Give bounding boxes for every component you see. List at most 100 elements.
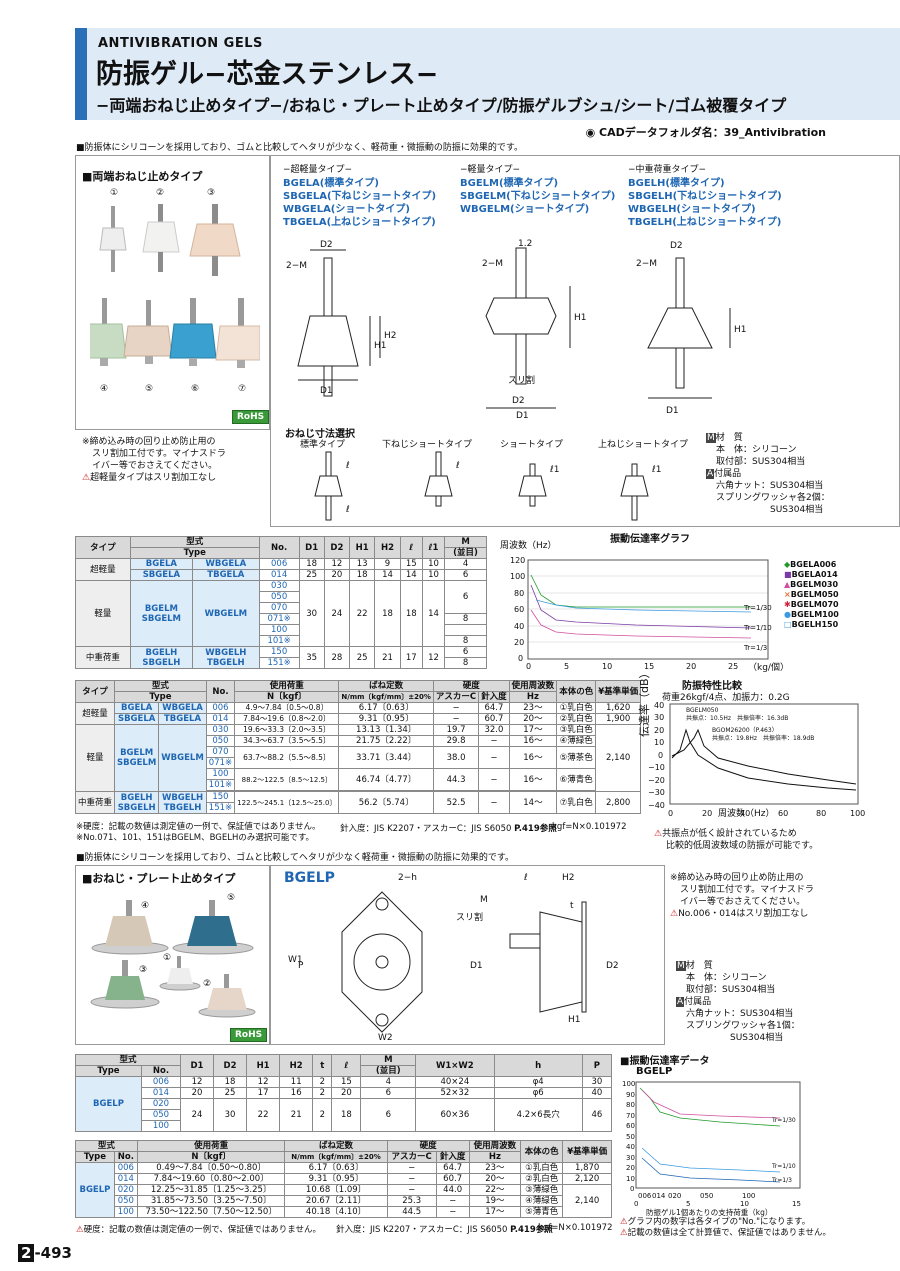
svg-text:Tr=1/30: Tr=1/30 [743, 604, 772, 612]
svg-text:100: 100 [622, 1080, 635, 1088]
svg-text:−40: −40 [648, 801, 665, 810]
svg-text:t: t [570, 901, 574, 911]
svg-text:Tr=1/3: Tr=1/3 [743, 644, 767, 652]
svg-text:H2: H2 [384, 331, 397, 341]
photo-num: ⑦ [238, 384, 247, 394]
bgelp-label: BGELP [284, 870, 335, 886]
svg-text:1.2: 1.2 [518, 239, 532, 249]
caution-1: ※締め込み時の回り止め防止用の スリ割加工付です。マイナスドラ イバー等でおさえ… [82, 437, 226, 483]
x-tick: 15 [644, 662, 654, 671]
material-spec-1: M材 質 本 体：シリコーン 取付部：SUS304相当 A付属品 六角ナット：S… [706, 433, 830, 515]
svg-text:60: 60 [778, 809, 788, 818]
svg-text:W2: W2 [378, 1033, 393, 1043]
table4-note2: 針入度：JIS K2207・アスカーC：JIS S6050 P.419参照 [336, 1225, 553, 1235]
y-tick: 120 [510, 556, 525, 565]
svg-text:020: 020 [668, 1192, 681, 1200]
caution-icon: ⚠ [82, 473, 91, 483]
dimension-table-1: タイプ 型式 No. D1 D2 H1 H2 ℓ ℓ1 M Type(並目) 超… [75, 536, 487, 669]
svg-text:20: 20 [702, 809, 712, 818]
table4-note3: kgf=N×0.101972 [538, 1223, 613, 1233]
svg-text:⑤: ⑤ [227, 893, 235, 903]
svg-text:10: 10 [740, 1200, 749, 1208]
table2-notes: ※硬度：記載の数値は測定値の一例で、保証値ではありません。 ※No.071、10… [76, 822, 321, 843]
section1-title: ■両端おねじ止めタイプ [82, 170, 203, 183]
y-tick: 40 [514, 622, 524, 631]
svg-text:10: 10 [626, 1175, 635, 1183]
svg-text:40: 40 [626, 1143, 635, 1151]
svg-text:ℓ1: ℓ1 [651, 465, 661, 475]
svg-text:90: 90 [626, 1091, 635, 1099]
rohs-badge: RoHS [232, 410, 270, 424]
caution-2: ※締め込み時の回り止め防止用の スリ割加工付です。マイナスドラ イバー等でおさえ… [670, 873, 814, 919]
table2-note3: 針入度：JIS K2207・アスカーC：JIS S6050 P.419参照 [340, 824, 557, 834]
svg-text:ℓ: ℓ [523, 873, 528, 883]
photo-num: ④ [100, 384, 109, 394]
caution-icon: ⚠ [620, 1228, 628, 1238]
x-tick: 20 [686, 662, 696, 671]
svg-text:スリ割: スリ割 [508, 374, 535, 386]
page-subtitle: −両端おねじ止めタイプ−/おねじ・プレート止めタイプ/防振ゲルブシュ/シート/ゴ… [96, 96, 787, 115]
photo-panel-1 [75, 155, 270, 430]
svg-text:スリ割: スリ割 [456, 911, 483, 923]
svg-text:−30: −30 [648, 788, 665, 797]
caution-icon: ⚠ [76, 1225, 84, 1235]
photo-num: ② [156, 188, 165, 198]
svg-text:P: P [298, 961, 304, 971]
svg-text:ℓ: ℓ [345, 505, 350, 515]
graph3-xlabel: 防振ゲル1個あたりの支持荷重（kg） [646, 1208, 773, 1217]
svg-text:80: 80 [626, 1101, 635, 1109]
svg-text:D1: D1 [666, 406, 679, 416]
caution-icon: ⚠ [620, 1217, 628, 1227]
graph3-sub: BGELP [636, 1066, 673, 1077]
svg-text:③: ③ [139, 965, 147, 975]
caution-icon: ⚠ [654, 829, 663, 839]
material-icon: M [706, 433, 716, 443]
graph3-notes: ⚠グラフ内の数字は各タイプの"No."になります。 ⚠記載の数値は全て計算値で、… [620, 1217, 832, 1238]
svg-text:Tr=1/3: Tr=1/3 [771, 1177, 792, 1184]
y-tick: 0 [518, 654, 523, 663]
y-tick: 100 [510, 572, 525, 581]
product-photo-svg [90, 204, 260, 368]
section2-note: ■防振体にシリコーンを採用しており、ゴムと比較してヘタリが少なく軽荷重・微振動の… [76, 853, 514, 863]
svg-text:0: 0 [630, 1185, 634, 1193]
drawing-panel-2 [270, 865, 665, 1045]
svg-text:0: 0 [634, 1200, 638, 1208]
material-spec-2: M材 質 本 体：シリコーン 取付部：SUS304相当 A付属品 六角ナット：S… [676, 961, 800, 1043]
svg-text:20: 20 [626, 1164, 635, 1172]
thread-type-label: ショートタイプ [500, 440, 564, 450]
svg-text:Tr=1/30: Tr=1/30 [771, 1117, 796, 1124]
graph2-ylabel: 伝達率（dB） [638, 667, 651, 737]
svg-text:100: 100 [850, 809, 865, 818]
spec-table-1: タイプ 型式 No. 使用荷重 ばね定数 硬度 使用周波数 本体の色 ¥基準単価… [74, 680, 642, 814]
table-row: 050 34.3〜63.7〔3.5〜5.5〕21.75〔2.22〕 29.8−1… [76, 735, 641, 747]
svg-text:050: 050 [700, 1192, 713, 1200]
svg-text:2−M: 2−M [286, 261, 307, 271]
svg-text:W1: W1 [288, 955, 303, 965]
graph2-title: 防振特性比較 [682, 681, 742, 692]
header-subtitle: ANTIVIBRATION GELS [98, 36, 263, 51]
svg-text:④: ④ [141, 901, 149, 911]
svg-text:15: 15 [792, 1200, 801, 1208]
thread-select-title: おねじ寸法選択 [285, 429, 355, 440]
y-tick: 20 [514, 638, 524, 647]
svg-text:Tr=1/10: Tr=1/10 [771, 1163, 796, 1170]
svg-text:①: ① [163, 953, 171, 963]
svg-text:60: 60 [626, 1122, 635, 1130]
page-title: 防振ゲル−芯金ステンレス− [96, 59, 439, 90]
svg-text:M: M [480, 895, 488, 905]
svg-text:D1: D1 [470, 961, 483, 971]
svg-text:2−h: 2−h [398, 873, 417, 883]
section2-title: ■おねじ・プレート止めタイプ [82, 872, 236, 885]
rohs-badge: RoHS [230, 1028, 268, 1042]
photo-num: ⑤ [145, 384, 154, 394]
svg-text:40: 40 [654, 701, 664, 710]
